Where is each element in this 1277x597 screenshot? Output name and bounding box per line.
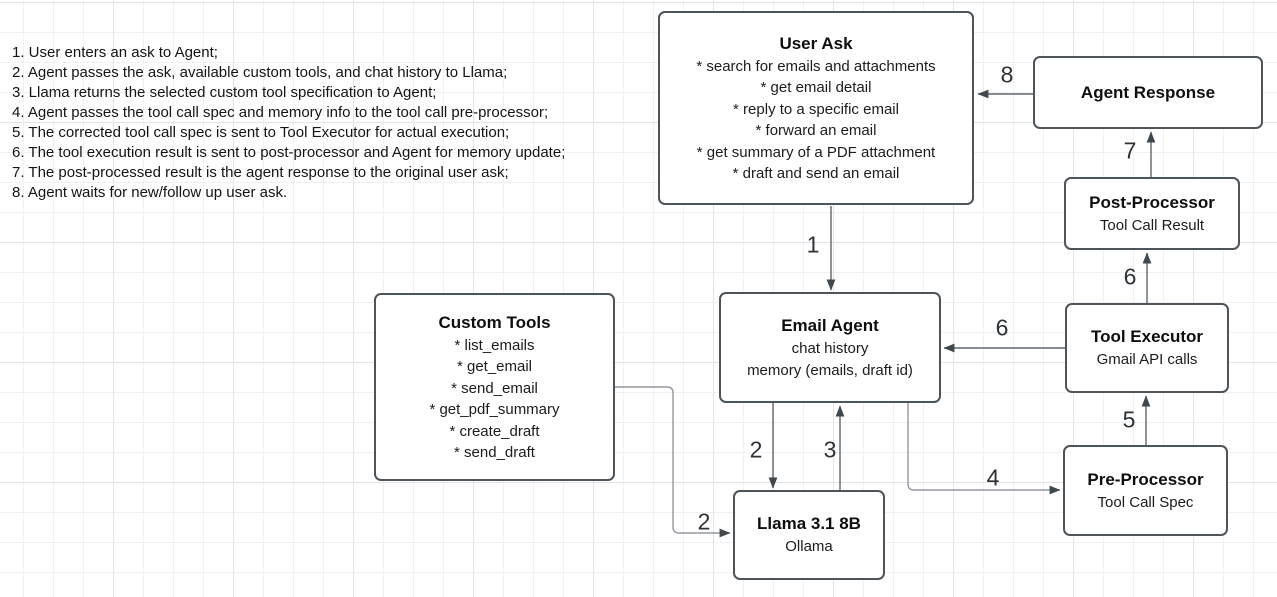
node-user-ask-item: * get email detail — [760, 79, 872, 96]
process-step-2: 2. Agent passes the ask, available custo… — [12, 64, 508, 81]
node-user-ask[interactable]: User Ask * search for emails and attachm… — [658, 11, 974, 205]
node-pre-processor-subtitle: Tool Call Spec — [1097, 493, 1194, 511]
edge-label-step2-tools: 2 — [697, 508, 711, 535]
node-user-ask-item: * draft and send an email — [732, 165, 900, 182]
node-custom-tools-title: Custom Tools — [438, 312, 551, 332]
node-email-agent-title: Email Agent — [781, 316, 879, 335]
node-llama-title: Llama 3.1 8B — [757, 514, 861, 534]
edge-label-step6-agent: 6 — [995, 314, 1009, 341]
edge-label-step2-agent: 2 — [749, 436, 763, 463]
node-post-processor-title: Post-Processor — [1089, 192, 1215, 212]
node-custom-tools-item: * get_pdf_summary — [429, 401, 560, 418]
edge-label-step6-post: 6 — [1123, 263, 1137, 290]
process-step-5: 5. The corrected tool call spec is sent … — [12, 124, 510, 141]
process-step-7: 7. The post-processed result is the agen… — [12, 164, 509, 181]
node-custom-tools-item: * send_email — [451, 379, 538, 397]
node-tool-executor-title: Tool Executor — [1090, 327, 1204, 347]
node-user-ask-item: * get summary of a PDF attachment — [696, 143, 936, 161]
node-tool-executor-subtitle: Gmail API calls — [1096, 351, 1198, 369]
node-llama-subtitle: Ollama — [785, 538, 833, 556]
process-step-6: 6. The tool execution result is sent to … — [12, 144, 566, 161]
edge-label-step3: 3 — [823, 436, 837, 463]
node-email-agent[interactable]: Email Agent chat history memory (emails,… — [719, 292, 941, 403]
node-llama[interactable]: Llama 3.1 8B Ollama — [733, 490, 885, 580]
edge-label-step5: 5 — [1122, 406, 1136, 433]
node-email-agent-line: chat history — [791, 340, 869, 357]
node-agent-response[interactable]: Agent Response — [1033, 56, 1263, 129]
node-user-ask-title: User Ask — [779, 33, 853, 53]
node-email-agent-line: memory (emails, draft id) — [747, 361, 913, 379]
arrow-step4-agent-to-preprocessor — [907, 403, 1061, 495]
node-custom-tools[interactable]: Custom Tools * list_emails * get_email *… — [374, 293, 615, 481]
node-post-processor[interactable]: Post-Processor Tool Call Result — [1064, 177, 1240, 250]
node-user-ask-item: * reply to a specific email — [733, 100, 899, 118]
node-custom-tools-item: * list_emails — [454, 336, 535, 354]
node-pre-processor[interactable]: Pre-Processor Tool Call Spec — [1063, 445, 1228, 536]
edge-label-step8: 8 — [1000, 61, 1014, 88]
node-custom-tools-item: * send_draft — [454, 444, 535, 461]
process-step-4: 4. Agent passes the tool call spec and m… — [12, 104, 549, 121]
node-custom-tools-item: * create_draft — [449, 422, 540, 440]
process-step-1: 1. User enters an ask to Agent; — [12, 44, 218, 61]
arrow-step2-tools-to-llama — [615, 386, 731, 538]
edge-label-step4: 4 — [986, 464, 1000, 491]
node-tool-executor[interactable]: Tool Executor Gmail API calls — [1065, 303, 1229, 393]
process-step-8: 8. Agent waits for new/follow up user as… — [12, 184, 288, 201]
edge-label-step1: 1 — [806, 231, 820, 258]
process-step-3: 3. Llama returns the selected custom too… — [12, 84, 437, 101]
node-agent-response-title: Agent Response — [1080, 82, 1216, 102]
node-user-ask-item: * forward an email — [755, 122, 877, 139]
node-custom-tools-item: * get_email — [456, 358, 533, 375]
process-steps-list: 1. User enters an ask to Agent; 2. Agent… — [12, 43, 565, 203]
node-user-ask-item: * search for emails and attachments — [696, 57, 936, 75]
node-post-processor-subtitle: Tool Call Result — [1099, 216, 1205, 234]
edge-label-step7: 7 — [1123, 137, 1137, 164]
node-pre-processor-title: Pre-Processor — [1087, 469, 1204, 489]
